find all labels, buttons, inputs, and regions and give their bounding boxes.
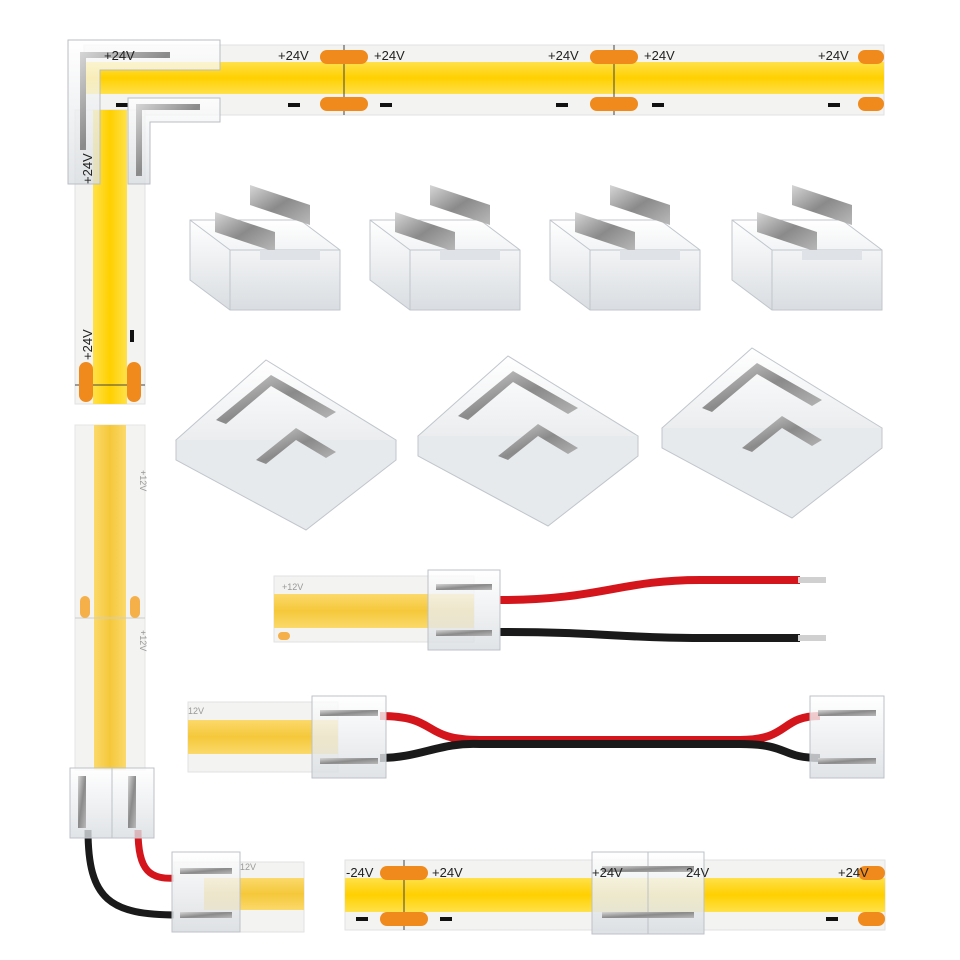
top-strip-label-3: +24V <box>548 48 579 63</box>
l-connector-3 <box>661 347 883 519</box>
left-12v-label-1: +12V <box>138 470 148 491</box>
left-strip-label: +24V <box>80 329 95 360</box>
bottom-strip-label-5: +24V <box>838 865 869 880</box>
bottom-left-jumper: 12V <box>69 767 305 933</box>
left-12v-label-2: +12V <box>138 630 148 651</box>
pigtail-connector: +12V <box>273 569 826 651</box>
top-strip-label-1: +24V <box>278 48 309 63</box>
bottom-strip-label-3: +24V <box>592 865 623 880</box>
straight-connector-2 <box>369 185 521 311</box>
bottom-strip-label-2: +24V <box>432 865 463 880</box>
straight-connector-1 <box>189 185 341 311</box>
l-connector-2 <box>417 355 639 527</box>
corner-label-top: +24V <box>104 48 135 63</box>
l-connector-1 <box>175 359 397 531</box>
bottom-strip-label-4: 24V <box>686 865 709 880</box>
corner-label-side: +24V <box>80 153 95 184</box>
corner-l-connector: +24V +24V <box>67 39 221 185</box>
top-strip-label-5: +24V <box>818 48 849 63</box>
left-strip-24v: +24V <box>74 109 146 405</box>
bottom-strip-label-1: -24V <box>346 865 374 880</box>
straight-connector-4 <box>731 185 883 311</box>
straight-connector-3 <box>549 185 701 311</box>
pigtail-12v-label: +12V <box>282 582 303 592</box>
left-strip-12v: +12V +12V <box>74 424 148 771</box>
top-strip-label-4: +24V <box>644 48 675 63</box>
bottom-strip: -24V +24V +24V 24V +24V <box>344 851 886 935</box>
top-strip-label-2: +24V <box>374 48 405 63</box>
jumper-cable: 12V <box>187 695 885 779</box>
bottom-left-12v-label: 12V <box>240 862 256 872</box>
jumper-12v-label: 12V <box>188 706 204 716</box>
